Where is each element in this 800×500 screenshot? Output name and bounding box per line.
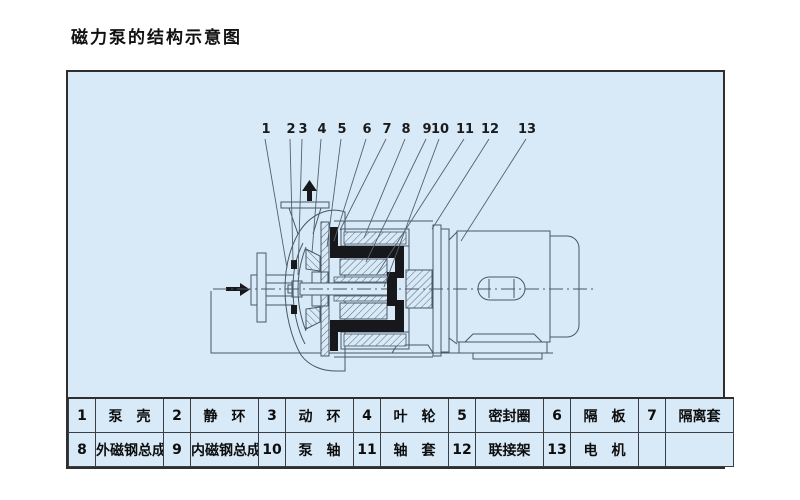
leader-line-1 <box>264 138 288 269</box>
part-name-cell: 内磁钢总成 <box>190 432 259 467</box>
callout-number-4: 4 <box>317 122 326 137</box>
callout-number-8: 8 <box>401 122 410 137</box>
part-number-cell <box>638 432 666 467</box>
part-name-cell: 隔 板 <box>570 397 639 433</box>
outlet-flow-arrow-icon <box>302 180 317 201</box>
leader-line-13 <box>460 138 527 242</box>
part-name-cell: 电 机 <box>570 432 639 467</box>
leader-line-6 <box>333 138 367 242</box>
part-number-cell: 4 <box>353 397 381 433</box>
part-name-cell: 密封圈 <box>475 397 544 433</box>
part-name-cell: 轴 套 <box>380 432 449 467</box>
leader-line-12 <box>431 138 490 230</box>
callout-number-5: 5 <box>337 122 346 137</box>
page-title: 磁力泵的结构示意图 <box>71 28 242 48</box>
part-number-cell: 12 <box>448 432 476 467</box>
leader-line-8 <box>363 138 406 239</box>
containment-shell <box>330 227 404 351</box>
part-name-cell: 动 环 <box>285 397 354 433</box>
part-number-cell: 3 <box>258 397 286 433</box>
part-number-cell: 6 <box>543 397 571 433</box>
inner-magnet-assembly <box>339 258 388 320</box>
part-number-cell: 13 <box>543 432 571 467</box>
part-name-cell: 隔离套 <box>665 397 734 433</box>
callout-number-2: 2 <box>286 122 295 137</box>
motor <box>456 230 580 360</box>
callout-number-12: 12 <box>481 122 499 137</box>
part-name-cell: 外磁钢总成 <box>95 432 164 467</box>
base-outline <box>210 291 553 354</box>
callout-number-11: 11 <box>456 122 474 137</box>
part-name-cell: 联接架 <box>475 432 544 467</box>
part-number-cell: 11 <box>353 432 381 467</box>
impeller <box>287 246 329 332</box>
part-number-cell: 5 <box>448 397 476 433</box>
part-number-cell: 7 <box>638 397 666 433</box>
leader-line-3 <box>297 138 303 276</box>
inlet-flow-arrow-icon <box>226 283 250 296</box>
callout-number-3: 3 <box>298 122 307 137</box>
connection-frame <box>334 220 458 358</box>
part-name-cell: 泵 壳 <box>95 397 164 433</box>
part-number-cell: 8 <box>68 432 96 467</box>
leader-line-4 <box>311 138 322 254</box>
part-name-cell: 泵 轴 <box>285 432 354 467</box>
leader-line-7 <box>339 138 387 231</box>
leader-line-10 <box>383 138 440 288</box>
inlet-flange <box>250 252 293 323</box>
part-number-cell: 2 <box>163 397 191 433</box>
leader-line-5 <box>326 138 342 248</box>
part-name-cell <box>665 432 734 467</box>
callout-number-1: 1 <box>261 122 270 137</box>
part-name-cell: 叶 轮 <box>380 397 449 433</box>
leader-line-9 <box>365 138 427 263</box>
callout-number-9: 9 <box>422 122 431 137</box>
part-number-cell: 10 <box>258 432 286 467</box>
leader-line-11 <box>376 138 465 275</box>
leader-line-2 <box>289 138 294 262</box>
part-number-cell: 1 <box>68 397 96 433</box>
part-number-cell: 9 <box>163 432 191 467</box>
part-name-cell: 静 环 <box>190 397 259 433</box>
callout-number-7: 7 <box>382 122 391 137</box>
callout-number-6: 6 <box>362 122 371 137</box>
callout-number-10: 10 <box>431 122 449 137</box>
callout-number-13: 13 <box>518 122 536 137</box>
